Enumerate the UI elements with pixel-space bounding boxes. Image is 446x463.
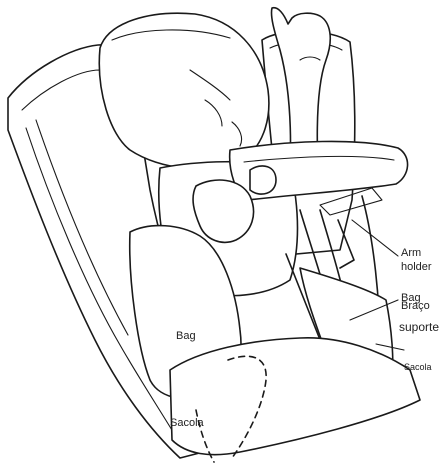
label-sacola-bottom: Sacola <box>170 417 205 429</box>
seat-cushion <box>170 338 420 462</box>
label-suporte: suporte <box>399 320 439 334</box>
label-braco: Braço <box>401 300 430 312</box>
label-arm-holder-line1: Arm <box>401 247 421 259</box>
label-arm-holder-line2: holder <box>401 261 432 273</box>
label-bag-center: Bag <box>176 330 196 342</box>
arm-holder-leader <box>352 220 398 256</box>
label-sacola-right: Sacola <box>404 362 432 372</box>
child-head <box>99 13 269 168</box>
